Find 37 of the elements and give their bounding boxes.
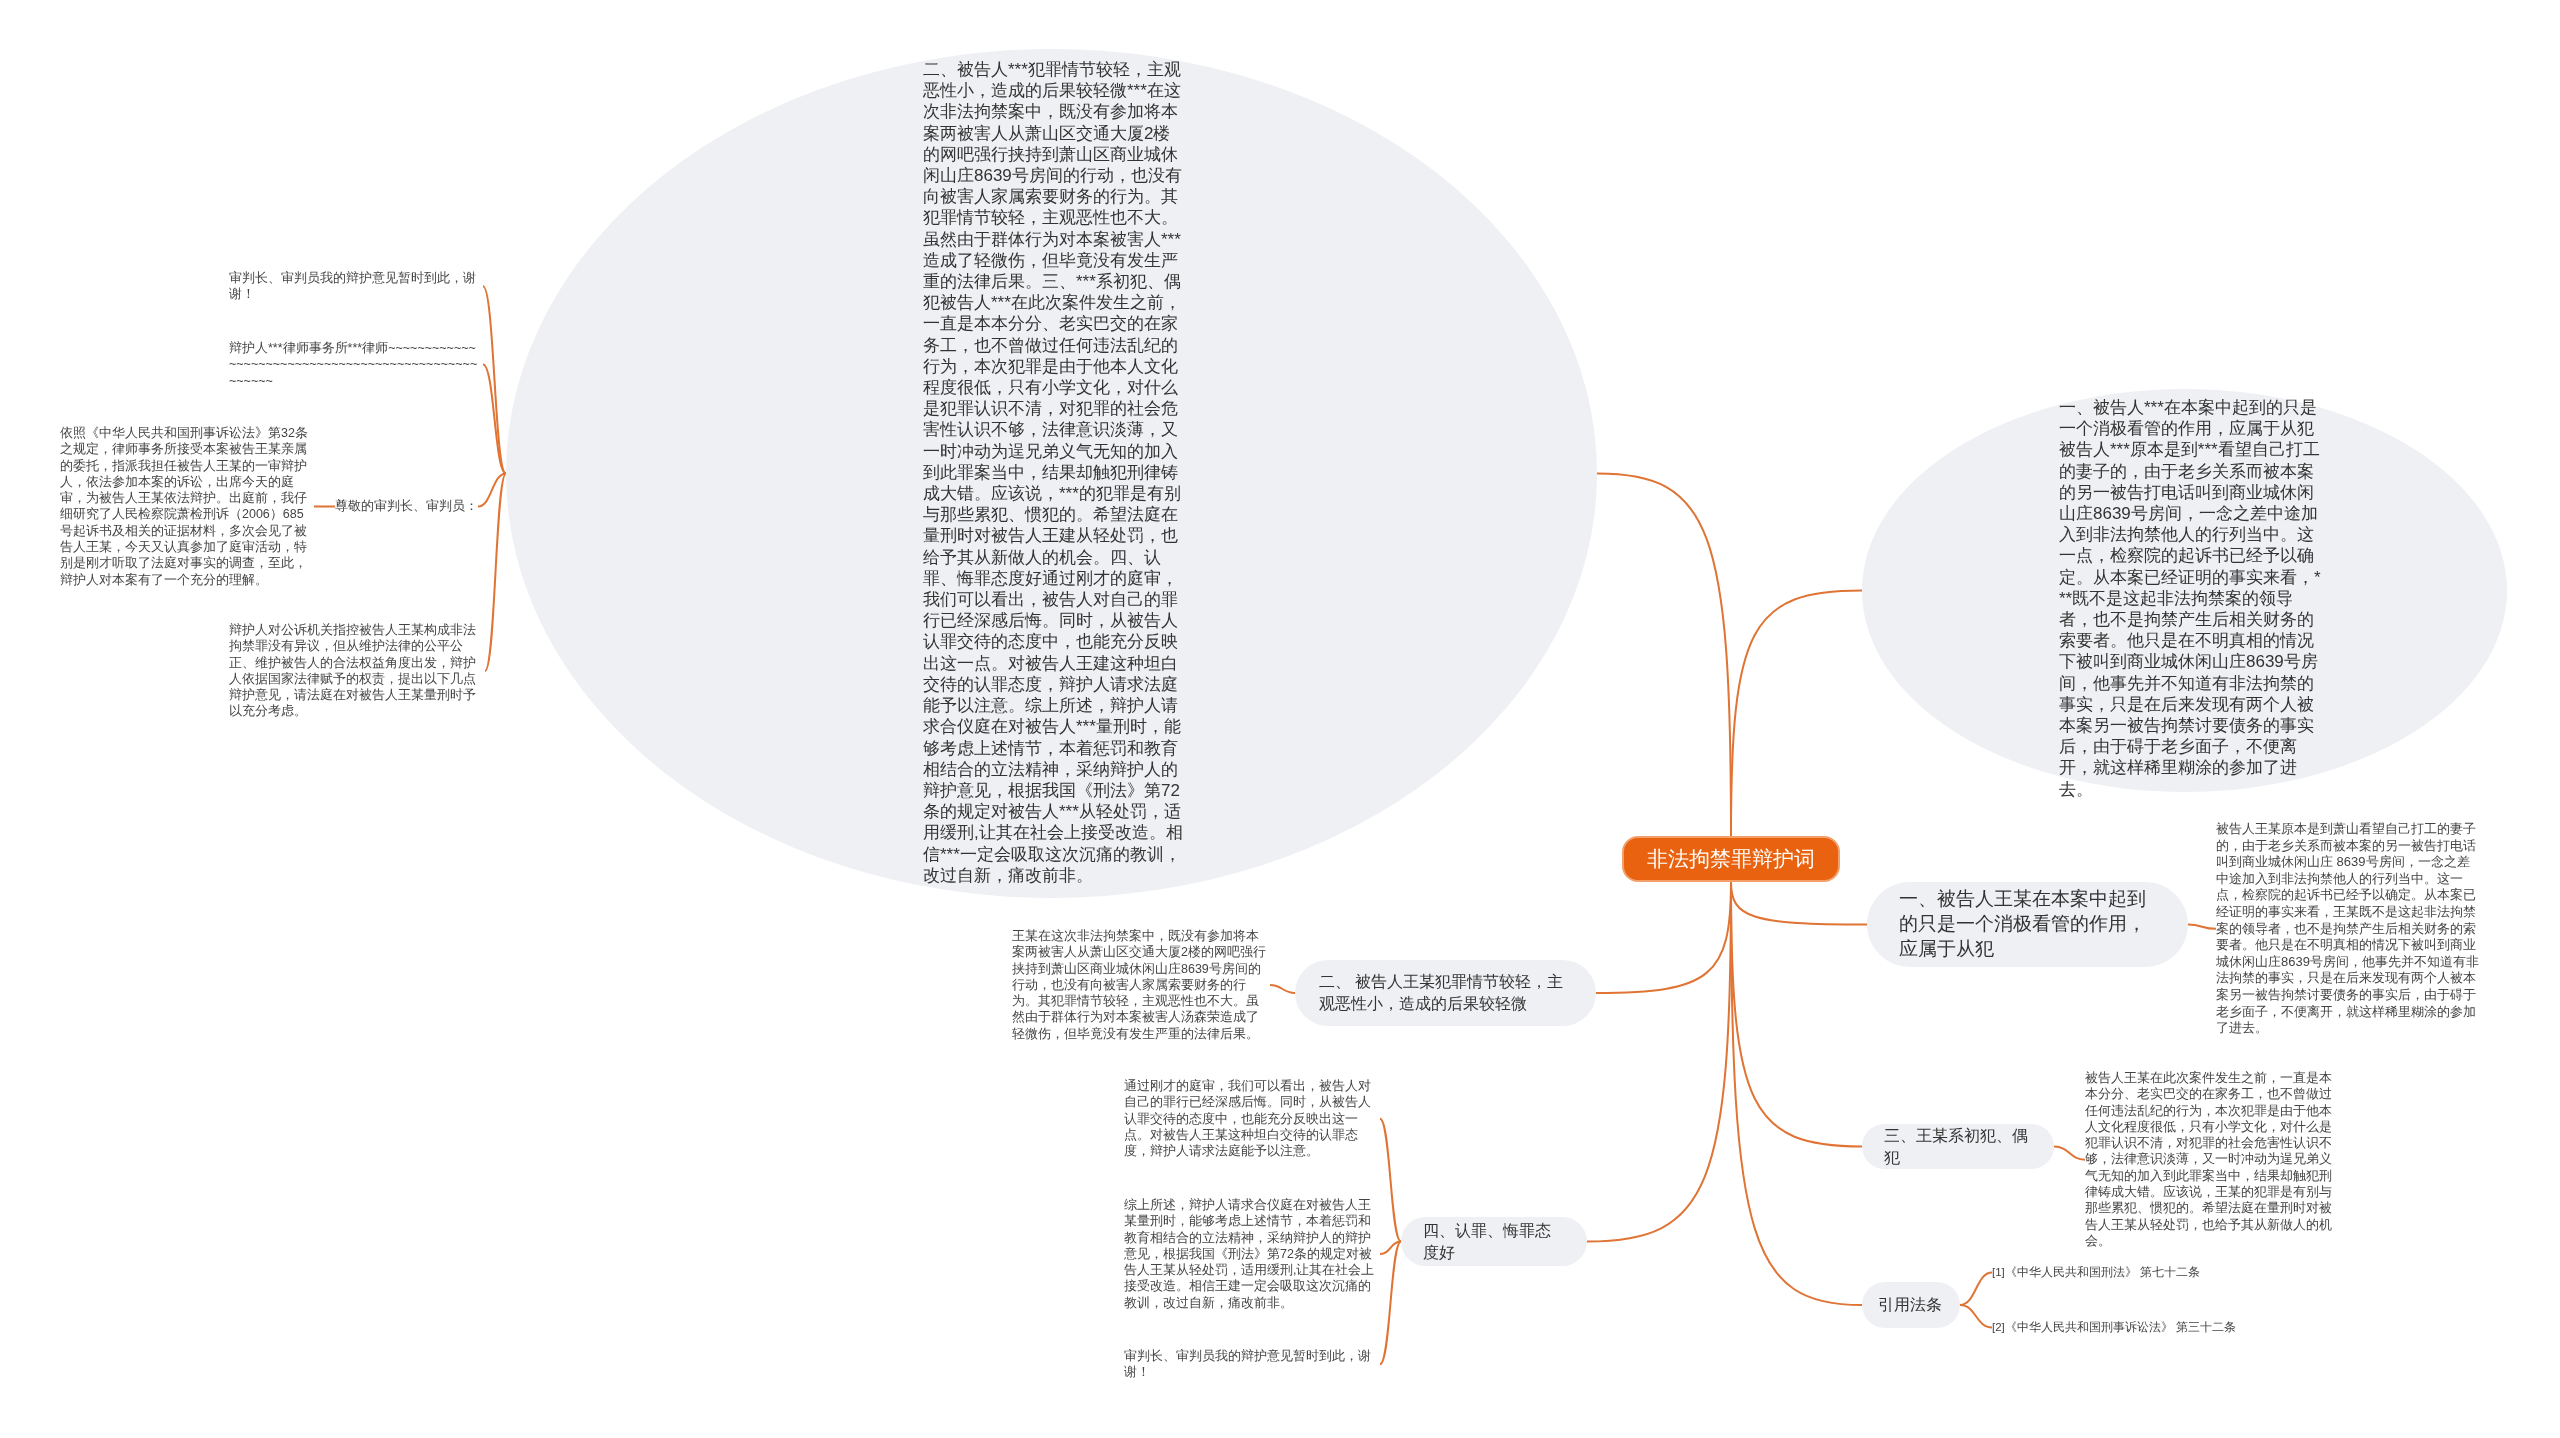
connector-line <box>1379 1117 1402 1243</box>
connector-line <box>477 472 507 508</box>
topic-label: 二、 被告人王某犯罪情节较轻，主观恶性小，造成的后果较轻微 <box>1319 972 1565 1014</box>
note-text: 被告人王某原本是到萧山看望自己打工的妻子的，由于老乡关系而被本案的另一被告打电话叫到商业城休闲山庄 8639号房间，一念之差中途加入到非法拘禁他人的行列当中。这一点，检察院的起诉书已经予以确定。从本案已经证明的事实来看，王某既不是这起非法拘禁案的领导者，也不是拘禁产生后相关财务的索要者。他只是在不明真相的情况下被叫到商业城休闲山庄8639号房间，他事先并不知道有非法拘禁的事实，只是在后来发现有两个人被本案另一被告拘禁讨要债务的事实后，由于碍于老乡面子，不便离开，就这样稀里糊涂的参加了进去。 <box>2216 821 2480 1037</box>
note-text: 辩护人***律师事务所***律师~~~~~~~~~~~~~~~~~~~~~~~~~~~~~~~~~~~~~~~~~~~~~~~~~~~~ <box>229 340 483 389</box>
topic-label: 三、王某系初犯、偶犯 <box>1884 1125 2029 1168</box>
connector-line <box>1379 1240 1402 1256</box>
topic-box <box>1401 1217 1587 1266</box>
connector-line <box>2053 1145 2086 1161</box>
paragraph-text: 二、被告人***犯罪情节较轻，主观恶性小，造成的后果较轻微***在这次非法拘禁案中，既没有参加将本案两被害人从萧山区交通大厦2楼的网吧强行挟持到萧山区商业城休闲山庄8639号房间的行动，也没有向被害人家属索要财务的行为。其犯罪情节较轻，主观恶性也不大。虽然由于群体行为对本案被害人***造成了轻微伤，但毕竟没有发生严重的法律后果。三、***系初犯、偶犯被告人***在此次案件发生之前，一直是本本分分、老实巴交的在家务工，也不曾做过任何违法乱纪的行为，本次犯罪是由于他本人文化程度很低，只有小学文化，对什么是犯罪认识不清，对犯罪的社会危害性认识不够，法律意识淡薄，又一时冲动为逞兄弟义气无知的加入到此罪案当中，结果却触犯刑律铸成大错。应该说，***的犯罪是有别与那些累犯、惯犯的。希望法庭在量刑时对被告人王建从轻处罚，也给予其从新做人的机会。四、认罪、悔罪态度好通过刚才的庭审，我们可以看出，被告人对自己的罪行已经深感后悔。同时，从被告人认罪交待的态度中，也能充分反映出这一点。对被告人王建这种坦白交待的认罪态度，辩护人请求法庭能予以注意。综上所述，辩护人请求合仪庭在对被告人***量刑时，能够考虑上述情节，本着惩罚和教育相结合的立法精神，采纳辩护人的辩护意见，根据我国《刑法》第72 条的规定对被告人***从轻处罚，适用缓刑,让其在社会上接受改造。相信***一定会吸取这次沉痛的教训，改过自新，痛改前非。 <box>923 59 1184 886</box>
topic-label: 一、被告人王某在本案中起到的只是一个消极看管的作用，应属于从犯 <box>1899 887 2147 961</box>
connector-line <box>1269 984 1296 994</box>
note-text: 被告人王某在此次案件发生之前，一直是本本分分、老实巴交的在家务工，也不曾做过任何违法乱纪的行为，本次犯罪是由于他本人文化程度很低，只有小学文化，对什么是犯罪认识不清，对犯罪的社会危害性认识不够，法律意识淡薄，又一时冲动为逞兄弟义气无知的加入到此罪案当中，结果却触犯刑律铸成大错。应该说，王某的犯罪是有别与那些累犯、惯犯的。希望法庭在量刑时对被告人王某从轻处罚，也给予其从新做人的机会。 <box>2085 1070 2341 1250</box>
note-text: 王某在这次非法拘禁案中，既没有参加将本案两被害人从萧山区交通大厦2楼的网吧强行挟持到萧山区商业城休闲山庄8639号房间的行动，也没有向被害人家属索要财务的行为。其犯罪情节较轻，主观恶性也不大。虽然由于群体行为对本案被害人汤森荣造成了轻微伤，但毕竟没有发生严重的法律后果。 <box>1012 928 1270 1043</box>
note-text: 审判长、审判员我的辩护意见暂时到此，谢谢！ <box>229 270 483 303</box>
note-text: 辩护人对公诉机关指控被告人王某构成非法拘禁罪没有异议，但从维护法律的公平公正、维护被告人的合法权益角度出发，辩护人依据国家法律赋予的权责，提出以下几点辩护意见，请法庭在对被告人王某量刑时予以充分考虑。 <box>229 622 485 720</box>
connector-line <box>313 505 336 508</box>
central-topic-box <box>1622 836 1840 882</box>
topic-label: 引用法条 <box>1878 1295 1942 1316</box>
note-text: 综上所述，辩护人请求合仪庭在对被告人王某量刑时，能够考虑上述情节，本着惩罚和教育相结合的立法精神，采纳辩护人的辩护意见，根据我国《刑法》第72条的规定对被告人王某从轻处罚，适用缓刑,让其在社会上接受改造。相信王建一定会吸取这次沉痛的教训，改过自新，痛改前非。 <box>1124 1197 1380 1312</box>
note-text: [2]《中华人民共和国刑事诉讼法》 第三十二条 <box>1992 1320 2240 1335</box>
central-topic-label: 非法拘禁罪辩护词 <box>1647 846 1815 872</box>
connector-line <box>482 363 507 475</box>
paragraph-text: 一、被告人***在本案中起到的只是一个消极看管的作用，应属于从犯被告人***原本是到***看望自己打工的妻子的，由于老乡关系而被本案的另一被告打电话叫到商业城休闲山庄8639号房间，一念之差中途加入到非法拘禁他人的行列当中。这一点，检察院的起诉书已经予以确定。从本案已经证明的事实来看，***既不是这起非法拘禁案的领导者，也不是拘禁产生后相关财务的索要者。他只是在不明真相的情况下被叫到商业城休闲山庄8639号房间，他事先并不知道有非法拘禁的事实，只是在后来发现有两个人被本案另一被告拘禁讨要债务的事实后，由于碍于老乡面子，不便离开，就这样稀里糊涂的参加了进去。 <box>2059 397 2321 800</box>
note-text: 通过刚才的庭审，我们可以看出，被告人对自己的罪行已经深感后悔。同时，从被告人认罪交待的态度中，也能充分反映出这一点。对被告人王某这种坦白交待的认罪态度，辩护人请求法庭能予以注意。 <box>1124 1078 1380 1160</box>
topic-label: 四、认罪、悔罪态度好 <box>1423 1220 1552 1263</box>
note-text: 依照《中华人民共和国刑事诉讼法》第32条之规定，律师事务所接受本案被告王某亲属的委托，指派我担任被告人王某的一审辩护人，依法参加本案的诉讼，出席今天的庭审，为被告人王某依法辩护。出庭前，我仔细研究了人民检察院萧检刑诉（2006）685号起诉书及相关的证据材料，多次会见了被告人王某，今天又认真参加了庭审活动，特别是刚才听取了法庭对事实的调查，至此，辩护人对本案有了一个充分的理解。 <box>60 425 314 588</box>
connector-line <box>2187 923 2217 930</box>
note-text: [1]《中华人民共和国刑法》 第七十二条 <box>1992 1265 2242 1280</box>
topic-box <box>1862 1124 2054 1169</box>
connector-line <box>1730 589 1863 837</box>
connector-line <box>484 472 507 672</box>
note-text: 审判长、审判员我的辩护意见暂时到此，谢谢！ <box>1124 1348 1380 1381</box>
connector-line <box>1379 1240 1402 1366</box>
connector-line <box>1959 1304 1993 1329</box>
note-text: 尊敬的审判长、审判员： <box>335 498 478 515</box>
topic-box <box>1862 1282 1960 1328</box>
